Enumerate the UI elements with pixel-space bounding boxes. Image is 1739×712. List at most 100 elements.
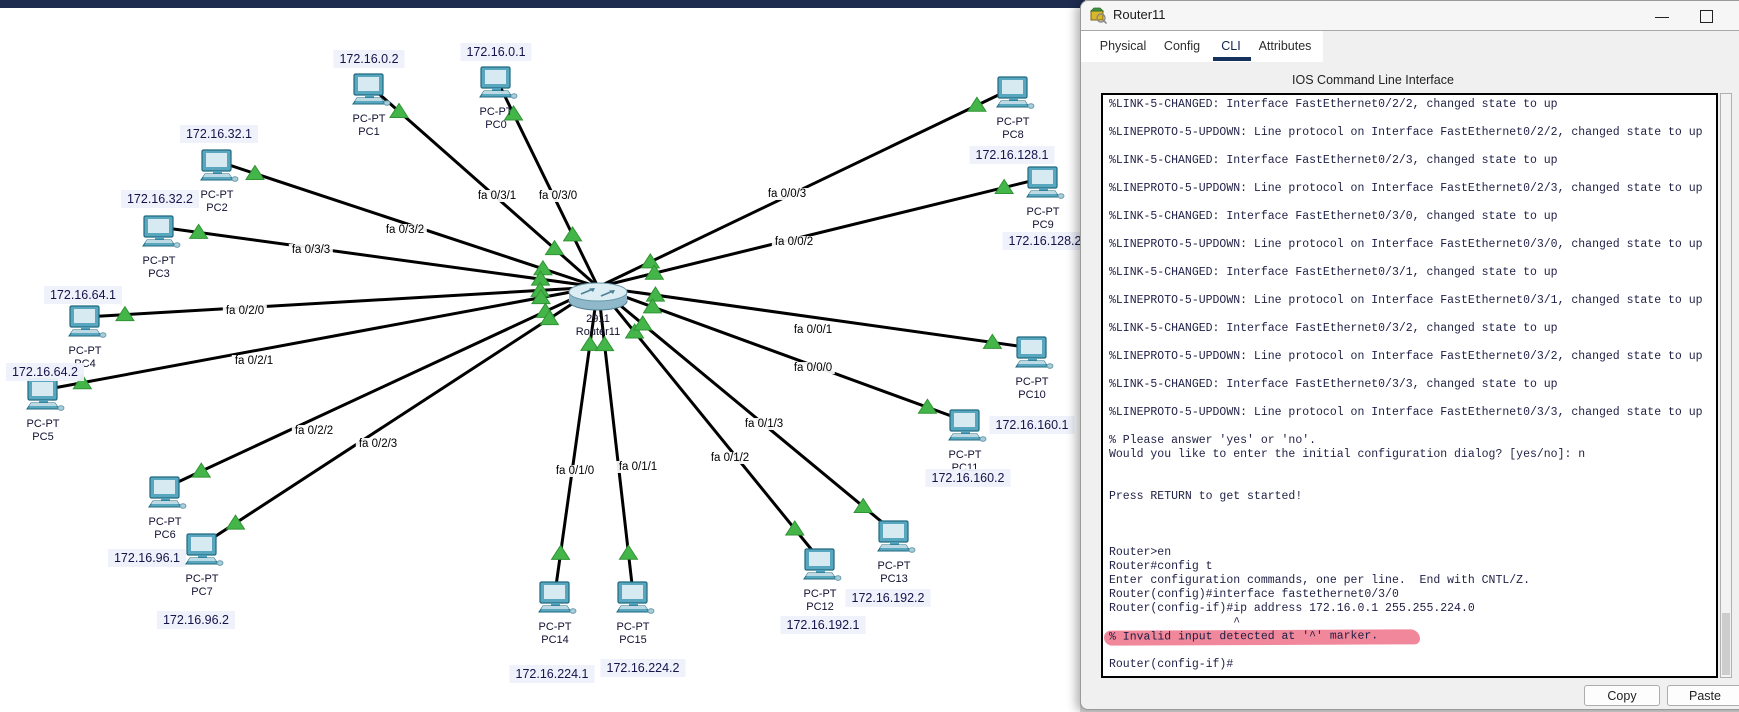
link-status-arrow (645, 286, 666, 302)
link-status-arrow (917, 398, 938, 414)
pc-node-pc12[interactable] (798, 541, 842, 586)
pc-node-pc11[interactable] (943, 402, 987, 447)
terminal-scrollbar-thumb[interactable] (1722, 613, 1730, 675)
router-name-label: Router11 (575, 326, 621, 338)
pc-node-pc10[interactable] (1010, 329, 1054, 374)
link-status-arrow (188, 223, 209, 239)
pc-name-label: PC3 (148, 268, 170, 280)
pc-model-label: PC-PT (148, 516, 182, 528)
pc-model-label: PC-PT (803, 588, 837, 600)
interface-label-fa-0-1-1: fa 0/1/1 (615, 461, 661, 473)
interface-label-fa-0-3-0: fa 0/3/0 (535, 190, 581, 202)
pc-node-pc2[interactable] (195, 142, 239, 187)
ip-note-pc9: 172.16.128.2 (1002, 232, 1088, 250)
ethernet-link-pc6[interactable] (164, 285, 599, 490)
link-status-arrow (550, 544, 571, 560)
link-status-arrow (853, 497, 874, 513)
pc-model-label: PC-PT (1026, 206, 1060, 218)
pc-node-pc0[interactable] (474, 59, 518, 104)
interface-label-fa-0-3-1: fa 0/3/1 (474, 190, 520, 202)
tab-attributes[interactable]: Attributes (1258, 39, 1312, 53)
link-status-arrow (191, 462, 212, 478)
interface-label-fa-0-0-2: fa 0/0/2 (771, 236, 817, 248)
link-status-arrow (784, 520, 805, 536)
interface-label-fa-0-3-3: fa 0/3/3 (288, 244, 334, 256)
pc-name-label: PC1 (358, 126, 380, 138)
ip-note-pc15: 172.16.224.2 (600, 659, 686, 677)
minimize-button[interactable] (1645, 5, 1679, 27)
pc-name-label: PC14 (541, 634, 569, 646)
pc-node-pc15[interactable] (611, 574, 655, 619)
ethernet-link-pc3[interactable] (158, 225, 599, 289)
link-status-arrow (115, 305, 135, 322)
router-dialog-window: Router11 Physical Config CLI Attributes … (1080, 0, 1739, 710)
link-status-arrow (644, 264, 665, 280)
link-status-arrow (225, 514, 246, 530)
link-status-arrow (982, 333, 1003, 349)
ethernet-link-pc5[interactable] (42, 285, 599, 392)
pc-model-label: PC-PT (1015, 376, 1049, 388)
ip-note-pc8: 172.16.128.1 (969, 146, 1055, 164)
ethernet-link-pc4[interactable] (84, 285, 599, 319)
pc-node-pc13[interactable] (872, 513, 916, 558)
interface-label-fa-0-0-0: fa 0/0/0 (790, 362, 836, 374)
ethernet-link-pc7[interactable] (201, 285, 599, 547)
link-status-arrow (531, 288, 551, 305)
paste-button[interactable]: Paste (1667, 685, 1739, 706)
interface-label-fa-0-1-2: fa 0/1/2 (707, 452, 753, 464)
pc-model-label: PC-PT (26, 418, 60, 430)
ip-note-pc5: 172.16.64.2 (5, 363, 85, 381)
ip-note-pc10: 172.16.160.1 (989, 416, 1075, 434)
pc-node-pc4[interactable] (63, 298, 107, 343)
pc-node-pc8[interactable] (991, 69, 1035, 114)
ip-note-pc1: 172.16.0.2 (333, 50, 405, 68)
pc-name-label: PC5 (32, 431, 54, 443)
link-status-arrow (245, 164, 265, 181)
active-tab-underline (1213, 57, 1251, 61)
link-status-arrow (544, 239, 565, 256)
pc-name-label: PC12 (806, 601, 834, 613)
link-status-arrow (642, 297, 663, 314)
interface-label-fa-0-1-0: fa 0/1/0 (552, 465, 598, 477)
link-status-arrow (994, 178, 1015, 195)
pc-node-pc1[interactable] (347, 66, 391, 111)
ethernet-link-pc8[interactable] (597, 86, 1014, 289)
pc-name-label: PC2 (206, 202, 228, 214)
cli-terminal[interactable]: %LINK-5-CHANGED: Interface FastEthernet0… (1101, 93, 1718, 678)
dialog-titlebar[interactable]: Router11 (1081, 1, 1739, 31)
pc-model-label: PC-PT (616, 621, 650, 633)
app-top-bar (0, 0, 1085, 8)
pc-model-label: PC-PT (185, 573, 219, 585)
link-status-arrow (503, 105, 524, 121)
tab-config[interactable]: Config (1163, 39, 1201, 53)
pc-name-label: PC10 (1018, 389, 1046, 401)
tab-physical[interactable]: Physical (1099, 39, 1147, 53)
router-node-router11[interactable] (568, 277, 628, 318)
link-status-arrow (580, 335, 600, 351)
pc-model-label: PC-PT (996, 116, 1030, 128)
ip-note-pc13: 172.16.192.2 (845, 589, 931, 607)
pc-model-label: PC-PT (200, 189, 234, 201)
terminal-scrollbar[interactable] (1720, 93, 1732, 678)
pc-node-pc7[interactable] (180, 526, 224, 571)
ethernet-link-pc10[interactable] (597, 285, 1033, 350)
tab-cli[interactable]: CLI (1221, 39, 1241, 53)
pc-node-pc14[interactable] (533, 574, 577, 619)
pc-model-label: PC-PT (538, 621, 572, 633)
maximize-button[interactable] (1690, 5, 1724, 27)
pc-model-label: PC-PT (877, 560, 911, 572)
ip-note-pc3: 172.16.32.2 (120, 190, 200, 208)
copy-button[interactable]: Copy (1584, 685, 1660, 706)
link-status-arrow (640, 252, 661, 269)
pc-model-label: PC-PT (352, 113, 386, 125)
pc-node-pc9[interactable] (1021, 159, 1065, 204)
link-status-arrow (389, 102, 409, 118)
pc-name-label: PC13 (880, 573, 908, 585)
pc-node-pc6[interactable] (143, 469, 187, 514)
ip-note-pc2: 172.16.32.1 (179, 125, 259, 143)
pc-name-label: PC9 (1032, 219, 1054, 231)
ip-note-pc6: 172.16.96.1 (107, 549, 187, 567)
pc-node-pc3[interactable] (137, 208, 181, 253)
ethernet-link-pc9[interactable] (597, 176, 1044, 289)
